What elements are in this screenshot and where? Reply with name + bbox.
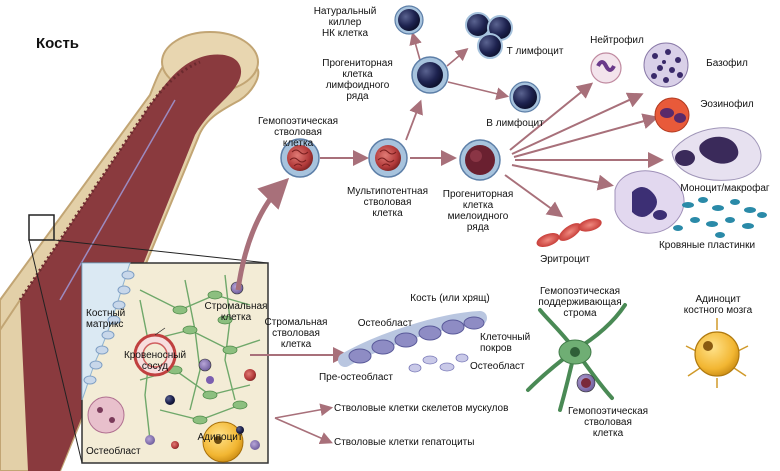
macrophage	[614, 170, 685, 234]
bone-title: Кость	[36, 35, 80, 52]
bone-matrix-label: Костный матрикс	[86, 308, 126, 330]
osteoblast-mid-label: Остеобласт	[357, 318, 413, 329]
hematopoietic-stem-cell	[280, 138, 320, 178]
hepatocyte-stem-cells-label: Стволовые клетки гепатоциты	[334, 437, 475, 448]
neutrophil-label: Нейтрофил	[590, 35, 644, 46]
muscle-stem-cells-label: Стволовые клетки скелетов мускулов	[334, 403, 509, 414]
osteoblast-chain	[338, 311, 487, 373]
adipocyte-bm-label: Адиноцит костного мозга	[683, 294, 753, 316]
lineage-arrows	[235, 31, 664, 445]
cell-cover-label: Клеточный покров	[480, 332, 531, 354]
erythrocyte-label: Эритроцит	[540, 254, 590, 265]
myeloid-progenitor-label: Прогениторная клетка миелоидного ряда	[442, 189, 514, 233]
monocyte-macrophage-label: Моноцит/макрофаг	[680, 183, 770, 194]
osteoblast-right-label: Остеобласт	[470, 361, 525, 372]
adipocyte-inset-label: Адипоцит	[197, 432, 243, 443]
osteoblast-inset-label: Остеобласт	[86, 446, 141, 457]
myeloid-progenitor-cell	[459, 139, 501, 181]
basophil	[643, 42, 689, 88]
bone-or-cartilage-label: Кость (или хрящ)	[410, 293, 490, 304]
multipotent-stem-cell-label: Мультипотентная стволовая клетка	[346, 186, 429, 219]
t-lymphocyte-label: Т лимфоцит	[506, 46, 564, 57]
lymphoid-progenitor-label: Прогениторная клетка лимфоидного ряда	[322, 58, 393, 102]
lymphoid-progenitor-cell	[411, 56, 449, 94]
b-lymphocyte-label: В лимфоцит	[486, 118, 544, 129]
supporting-stroma-label: Гемопоэтическая поддерживающая строма	[538, 286, 622, 319]
nk-cell	[394, 5, 424, 35]
stromal-cell-label: Стромальная клетка	[204, 301, 268, 323]
stromal-stem-cell-label: Стромальная стволовая клетка	[264, 317, 328, 350]
hematopoietic-stem-cell-label: Гемопоэтическая стволовая клетка	[257, 116, 339, 149]
bone-marrow-adipocyte	[685, 318, 749, 388]
platelets	[673, 197, 767, 238]
neutrophil	[590, 52, 622, 84]
eosinophil-label: Эозинофил	[700, 99, 754, 110]
basophil-label: Базофил	[706, 58, 748, 69]
blood-vessel-label: Кровеносный сосуд	[123, 350, 187, 372]
pre-osteoblast-label: Пре-остеобласт	[318, 372, 394, 383]
eosinophil	[654, 97, 690, 133]
supporting-stroma-cell	[526, 303, 627, 412]
t-lymphocyte-cluster	[465, 12, 513, 59]
hsc-bottom-label: Гемопоэтическая стволовая клетка	[567, 406, 649, 439]
nk-cell-label: Натуральный киллер НК клетка	[313, 6, 377, 39]
multipotent-stem-cell	[368, 138, 408, 178]
marrow-inset	[81, 262, 269, 464]
monocyte-macrophage	[671, 127, 762, 181]
erythrocytes	[536, 218, 602, 247]
platelets-label: Кровяные пластинки	[658, 240, 756, 251]
zoom-region	[28, 214, 55, 241]
b-lymphocyte	[509, 81, 541, 113]
